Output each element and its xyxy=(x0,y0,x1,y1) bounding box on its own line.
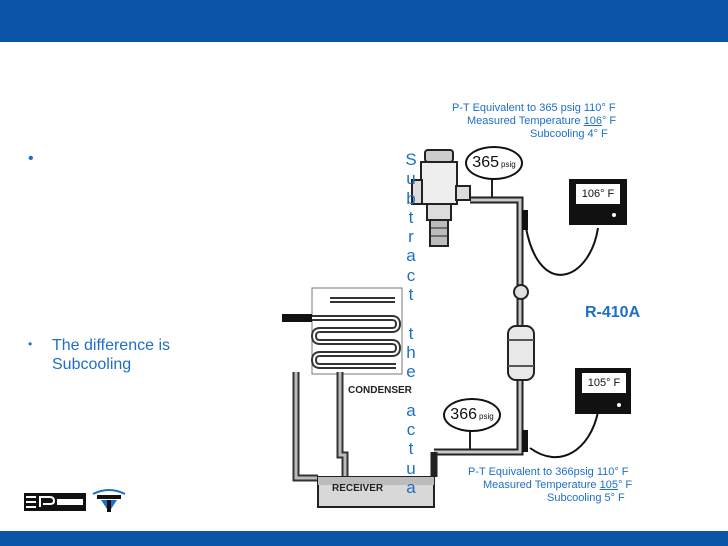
bottom-info-line-3: Subcooling 5° F xyxy=(547,492,625,504)
receiver-label: RECEIVER xyxy=(332,483,384,494)
sight-glass xyxy=(513,284,529,300)
refrigerant-label: R-410A xyxy=(585,304,641,321)
thermometer-bottom-reading: 105° F xyxy=(582,373,626,393)
top-info-line-1: P-T Equivalent to 365 psig 110° F xyxy=(452,102,616,114)
vertical-letter xyxy=(403,304,419,323)
thermometer-bottom-dot xyxy=(617,403,621,407)
thermometer-top-dot xyxy=(612,213,616,217)
vertical-letter: t xyxy=(408,207,414,227)
pressure-top-value: 365 xyxy=(472,154,499,171)
vertical-letter: b xyxy=(406,188,416,208)
top-info-measured-label: Measured Temperature xyxy=(467,115,584,127)
top-info-measured-unit: ° F xyxy=(601,115,617,127)
pressure-top-unit: psig xyxy=(501,160,516,169)
vertical-letter: r xyxy=(408,227,414,247)
vertical-letter: c xyxy=(406,420,416,440)
pressure-bottom-unit: psig xyxy=(479,412,494,421)
inlet-pipe-stub xyxy=(282,314,312,322)
bottom-info-line-2: Measured Temperature 105° F xyxy=(483,479,632,492)
vertical-letter: S xyxy=(405,150,417,169)
vertical-letter: e xyxy=(406,362,416,382)
vertical-letter xyxy=(403,382,419,401)
vertical-letter: h xyxy=(406,342,416,362)
pressure-bottom-value: 366 xyxy=(450,406,477,423)
sporlan-logo xyxy=(92,489,126,512)
vertical-letter: a xyxy=(406,246,416,266)
bottom-info-measured-label: Measured Temperature xyxy=(483,479,600,491)
condenser-coil xyxy=(287,287,403,375)
vertical-letter: u xyxy=(406,458,416,478)
bullet-marker: • xyxy=(28,337,33,351)
vertical-letter: a xyxy=(406,478,416,498)
difference-line-2: Subcooling xyxy=(52,356,132,373)
parker-logo xyxy=(24,493,86,511)
vertical-letter: t xyxy=(408,323,414,343)
thermometer-top: 106° F xyxy=(569,179,627,225)
thermometer-bottom: 105° F xyxy=(575,368,631,414)
bottom-banner xyxy=(0,531,728,546)
vertical-letter: t xyxy=(408,285,414,305)
difference-line-1: The difference is xyxy=(52,337,170,354)
filter-drier xyxy=(507,325,535,381)
bottom-info-measured-unit: ° F xyxy=(617,479,633,491)
thermometer-top-reading: 106° F xyxy=(576,184,620,204)
vertical-letter: a xyxy=(406,400,416,420)
condenser-label: CONDENSER xyxy=(348,385,413,396)
top-banner xyxy=(0,0,728,42)
bottom-info-measured-value: 105 xyxy=(599,479,618,491)
vertical-letter: t xyxy=(408,439,414,459)
top-info-line-2: Measured Temperature 106° F xyxy=(467,115,616,128)
vertical-letter: c xyxy=(406,265,416,285)
bottom-info-line-1: P-T Equivalent to 366psig 110° F xyxy=(468,466,629,478)
bullet-marker: • xyxy=(28,150,34,167)
top-info-line-3: Subcooling 4° F xyxy=(530,128,608,140)
vertical-letter: u xyxy=(406,169,416,189)
difference-text: The difference is Subcooling xyxy=(52,336,170,374)
expansion-valve xyxy=(411,149,471,247)
top-info-measured-value: 106 xyxy=(583,115,602,127)
